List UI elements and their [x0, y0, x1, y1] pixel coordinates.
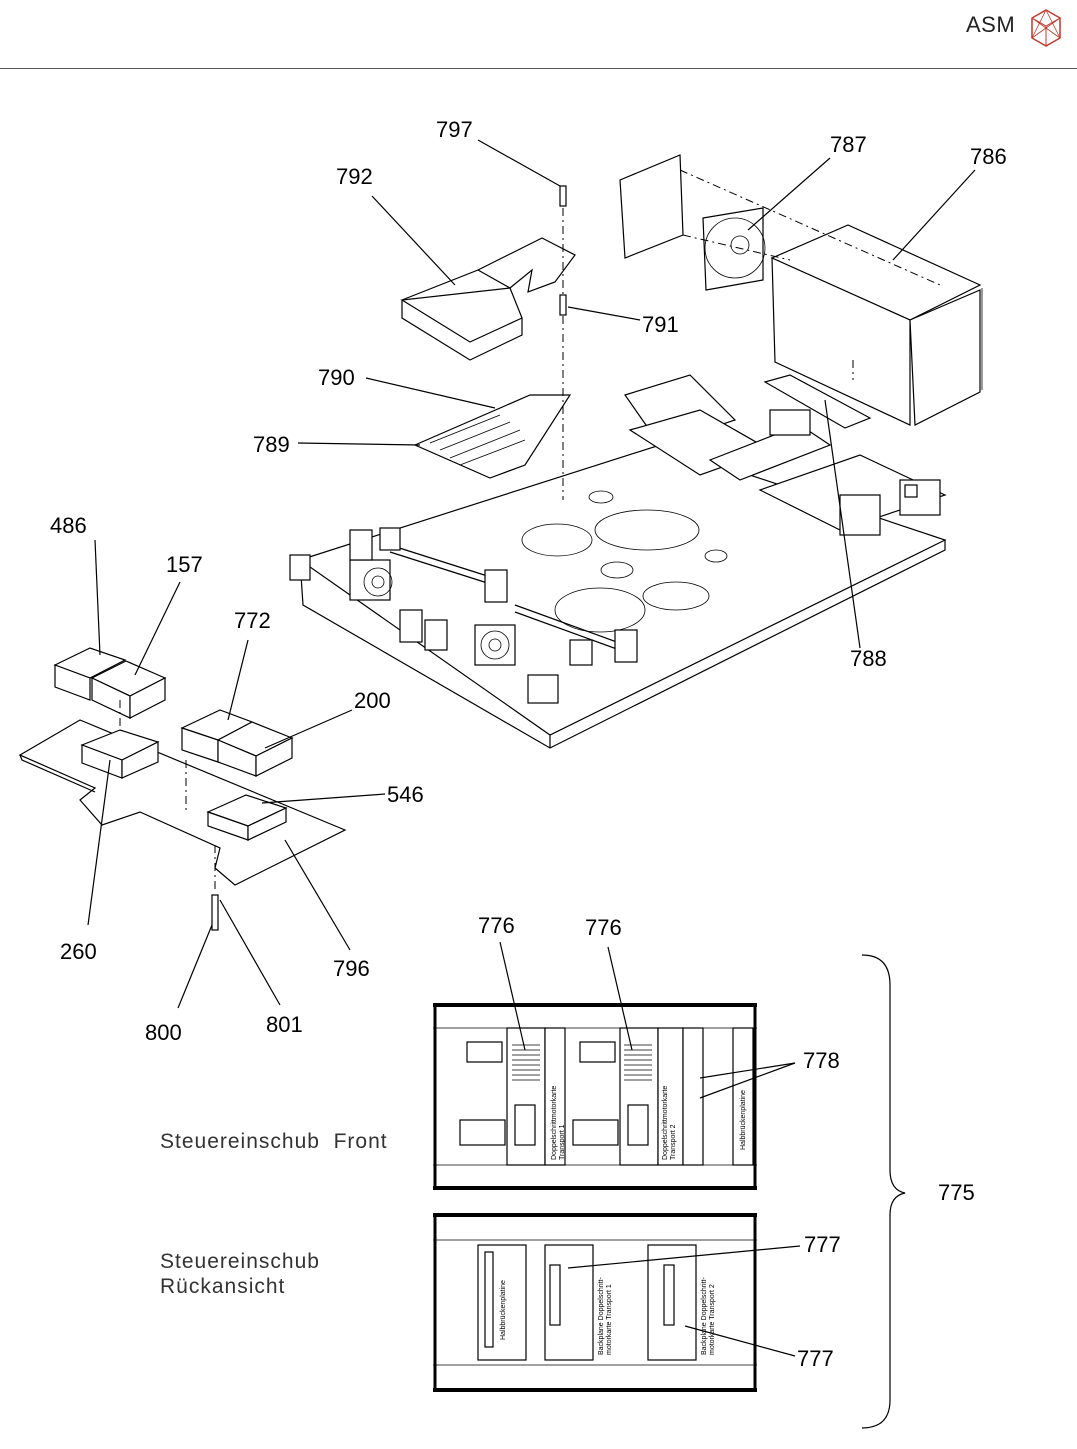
- rack-card2-label: Doppelschrittmotorkarte: [662, 1086, 669, 1160]
- caption-rear-line2: Rückansicht: [160, 1275, 285, 1298]
- part-label-486: 486: [50, 513, 87, 538]
- part-label-157: 157: [166, 552, 203, 577]
- part-label-778: 778: [803, 1048, 840, 1073]
- brand-logo-icon: [1031, 9, 1061, 47]
- part-label-791: 791: [642, 312, 679, 337]
- cover-792: [400, 237, 576, 361]
- rack-rear: Halbbrückenplatine Backplane Doppelschri…: [433, 1213, 801, 1392]
- left-plate-group: [18, 647, 347, 931]
- part-label-797: 797: [436, 117, 473, 142]
- rack-card1-label: Doppelschrittmotorkarte: [551, 1086, 558, 1160]
- fan-787: [619, 154, 941, 291]
- part-label-546: 546: [387, 782, 424, 807]
- rear-bp2-label: Backplane Doppelschritt-: [701, 1277, 708, 1355]
- leader-lines: [87, 139, 976, 1051]
- rack-halb-label: Halbbrückenplatine: [740, 1090, 747, 1150]
- part-label-777-a: 777: [804, 1232, 841, 1257]
- part-label-200: 200: [354, 688, 391, 713]
- part-label-786: 786: [970, 144, 1007, 169]
- part-label-775: 775: [938, 1180, 975, 1205]
- part-label-789: 789: [253, 432, 290, 457]
- rear-bp1-sub: motorkarte Transport 1: [606, 1284, 613, 1355]
- caption-rear-line1: Steuereinschub: [160, 1250, 320, 1273]
- part-label-777-b: 777: [797, 1346, 834, 1371]
- rack-card2-sub: Transport 2: [670, 1124, 677, 1160]
- part-label-776-b: 776: [585, 915, 622, 940]
- rear-halb-label: Halbbrückenplatine: [500, 1280, 507, 1340]
- part-label-787: 787: [830, 132, 867, 157]
- housing-786: [763, 224, 983, 429]
- part-label-790: 790: [318, 365, 355, 390]
- part-label-792: 792: [336, 164, 373, 189]
- part-label-801: 801: [266, 1012, 303, 1037]
- rack-front: Doppelschrittmotorkarte Transport 1 Dopp…: [433, 1003, 796, 1190]
- part-label-772: 772: [234, 608, 271, 633]
- rack-card1-sub: Transport 1: [559, 1124, 566, 1160]
- rear-bp2-sub: motorkarte Transport 2: [709, 1284, 716, 1355]
- board-789-790: [413, 394, 572, 479]
- part-label-776-a: 776: [478, 913, 515, 938]
- base-plate: [289, 374, 947, 749]
- part-label-800: 800: [145, 1020, 182, 1045]
- brace-775: [861, 954, 906, 1429]
- header-rule: [0, 68, 1077, 69]
- rear-bp1-label: Backplane Doppelschritt-: [598, 1277, 605, 1355]
- part-label-788: 788: [850, 646, 887, 671]
- part-label-796: 796: [333, 956, 370, 981]
- caption-front: Steuereinschub Front: [160, 1130, 388, 1153]
- brand-name: ASM: [966, 12, 1016, 37]
- part-label-260: 260: [60, 939, 97, 964]
